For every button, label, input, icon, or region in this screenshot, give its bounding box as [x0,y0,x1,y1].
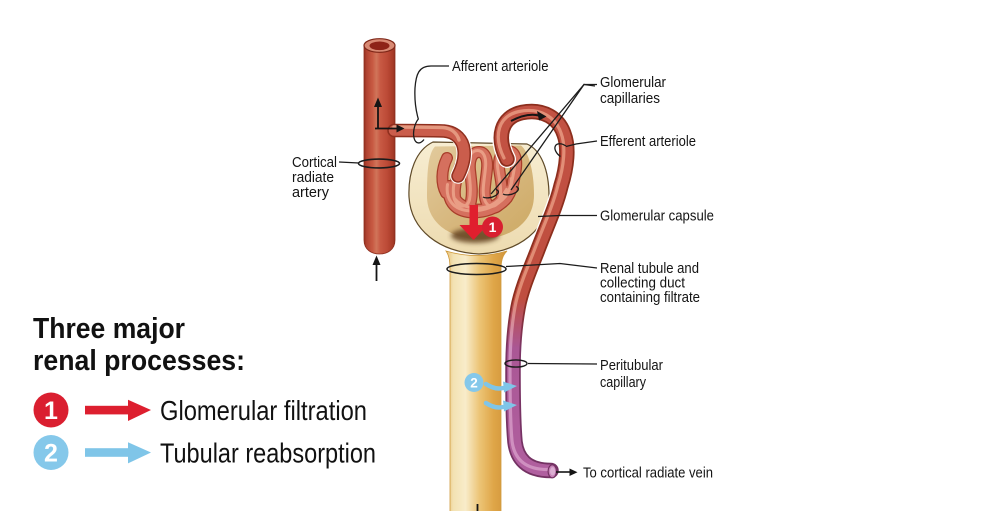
svg-text:capillary: capillary [600,375,647,391]
svg-text:capillaries: capillaries [600,91,660,107]
svg-text:Renal tubule and: Renal tubule and [600,261,699,277]
svg-text:Three major: Three major [33,313,185,345]
svg-text:1: 1 [44,397,58,425]
svg-text:Efferent arteriole: Efferent arteriole [600,134,696,150]
svg-text:Glomerular capsule: Glomerular capsule [600,209,714,225]
svg-text:1: 1 [489,219,497,235]
svg-text:Glomerular: Glomerular [600,75,666,91]
svg-text:Cortical: Cortical [292,155,337,171]
svg-text:2: 2 [44,440,58,468]
svg-text:renal processes:: renal processes: [33,345,245,377]
svg-text:radiate: radiate [292,170,334,186]
svg-text:collecting duct: collecting duct [600,276,685,292]
svg-text:2: 2 [470,376,478,391]
svg-text:To cortical radiate vein: To cortical radiate vein [583,466,713,482]
svg-text:Glomerular filtration: Glomerular filtration [160,395,367,426]
svg-text:Afferent arteriole: Afferent arteriole [452,59,549,75]
svg-text:artery: artery [292,185,330,201]
svg-text:containing filtrate: containing filtrate [600,290,700,306]
svg-text:Peritubular: Peritubular [600,358,663,374]
svg-text:Tubular reabsorption: Tubular reabsorption [160,438,376,469]
